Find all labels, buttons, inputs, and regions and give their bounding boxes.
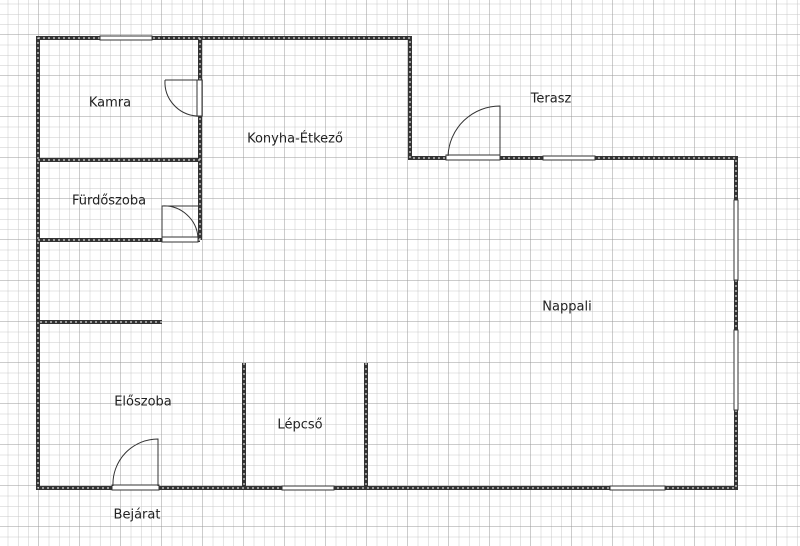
windows <box>99 35 739 491</box>
room-label-terasz: Terasz <box>530 91 572 107</box>
room-label-eloszoba: Előszoba <box>114 394 172 410</box>
window <box>733 329 739 411</box>
label-bejarat: Bejárat <box>113 507 161 523</box>
door-furdo <box>161 205 199 243</box>
window <box>99 35 153 41</box>
room-label-lepcso: Lépcső <box>277 417 323 433</box>
door-terasz <box>445 105 501 161</box>
room-label-kamra: Kamra <box>88 95 132 111</box>
window <box>733 199 739 281</box>
door-bejarat <box>111 438 160 491</box>
room-label-furdo: Fürdőszoba <box>71 193 147 209</box>
window <box>542 155 596 161</box>
wall-hatch <box>37 37 737 489</box>
window <box>609 485 666 491</box>
door-kamra <box>164 79 203 117</box>
room-label-konyha: Konyha-Étkező <box>247 131 343 147</box>
doors <box>111 79 501 491</box>
room-label-nappali: Nappali <box>542 299 592 315</box>
window <box>281 485 335 491</box>
